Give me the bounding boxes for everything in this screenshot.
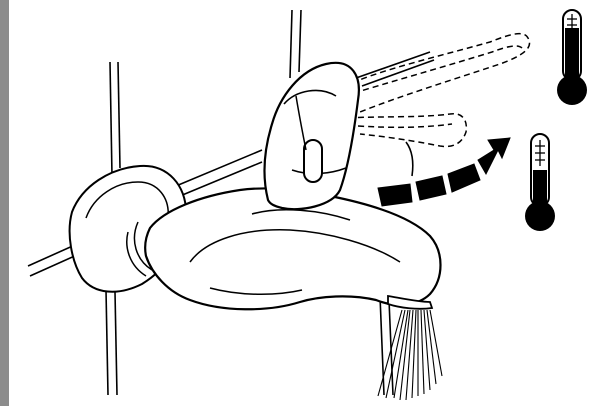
thermometer-cold-icon xyxy=(525,134,555,231)
rotation-arrow xyxy=(378,138,510,206)
left-margin-bar xyxy=(0,0,9,406)
faucet-lever-handle[interactable] xyxy=(265,63,359,209)
thermometer-hot-icon xyxy=(557,10,587,105)
lever-dashed-outline xyxy=(336,34,530,147)
rotation-arc-line xyxy=(406,142,413,176)
water-spray xyxy=(378,310,442,400)
